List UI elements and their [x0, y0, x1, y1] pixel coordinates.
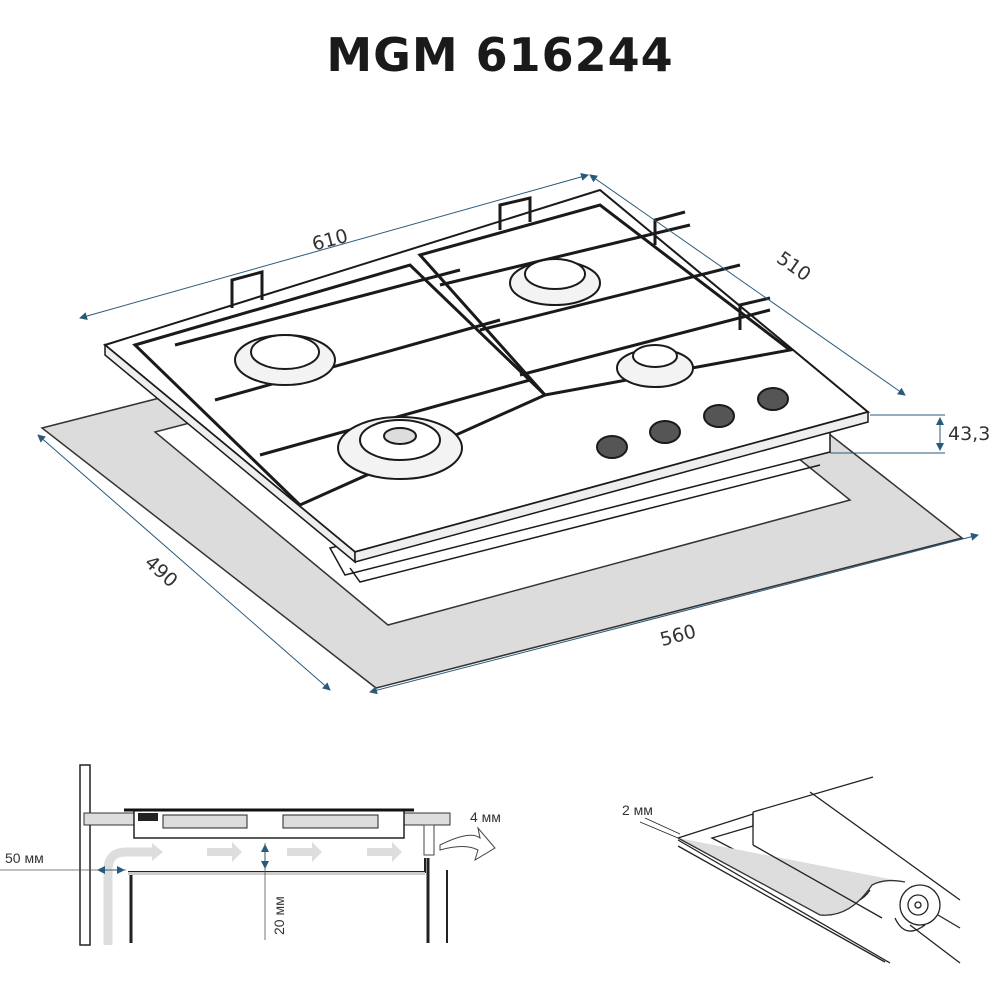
- dim-height-43-3: 43,3: [948, 423, 990, 445]
- label-20mm: 20 мм: [271, 896, 287, 935]
- dimension-lines: [37, 173, 979, 695]
- label-2mm: 2 мм: [622, 802, 653, 818]
- air-flow-arrows: [207, 842, 402, 862]
- seal-detail: [639, 776, 961, 964]
- label-4mm: 4 мм: [470, 809, 501, 825]
- dim-width-610: 610: [310, 225, 351, 256]
- model-title: MGM 616244: [326, 28, 674, 82]
- control-knobs: [596, 387, 789, 459]
- dim-cutout-width-560: 560: [658, 620, 699, 651]
- installation-section: [0, 764, 496, 946]
- burner-wok: [337, 416, 463, 480]
- dim-cutout-depth-490: 490: [140, 551, 182, 592]
- dim-depth-510: 510: [772, 247, 814, 286]
- label-50mm: 50 мм: [5, 850, 44, 866]
- burner-rear-left: [234, 334, 336, 386]
